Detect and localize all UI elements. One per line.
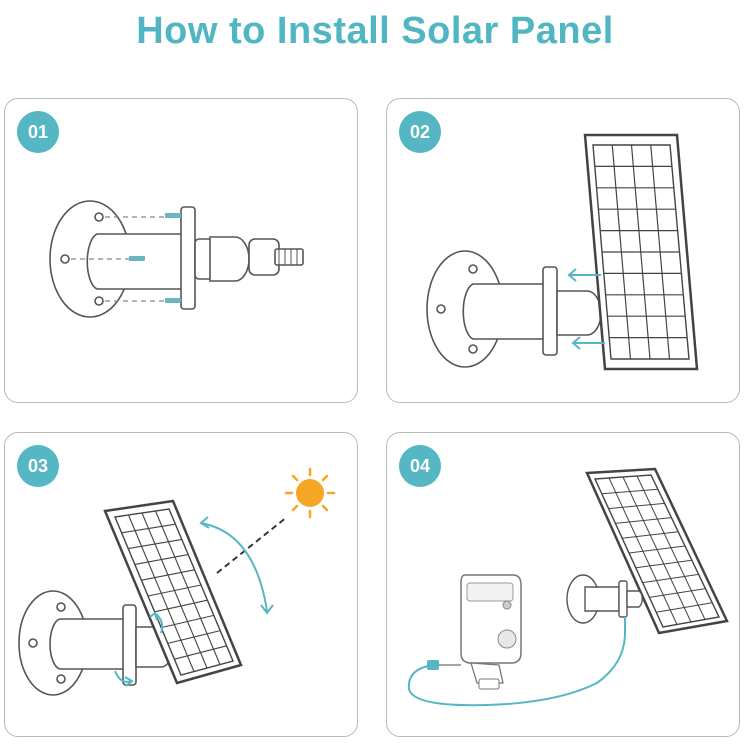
cable (407, 617, 626, 707)
step-4-panel: 04 (386, 432, 740, 737)
sun-ray-line (216, 516, 288, 574)
step-badge: 02 (399, 111, 441, 153)
adjust-angle-illustration (18, 467, 336, 696)
ball-joint (209, 236, 250, 282)
bracket-arm (462, 283, 546, 340)
direction-arrows (567, 268, 605, 350)
camera (460, 574, 522, 690)
step-3-panel: 03 (4, 432, 358, 737)
solar-panel (103, 499, 243, 685)
bracket-arm (86, 233, 186, 290)
step-badge: 03 (17, 445, 59, 487)
bracket-arm (49, 618, 126, 670)
step-2-panel: 02 (386, 98, 740, 403)
solar-panel (585, 467, 729, 635)
rotation-arrows (114, 516, 274, 687)
attach-panel-illustration (426, 133, 699, 371)
sun-icon (284, 467, 336, 519)
step-1-panel: 01 (4, 98, 358, 403)
step-badge: 01 (17, 111, 59, 153)
mounting-plate (180, 206, 196, 310)
ball-joint (556, 290, 602, 336)
screw-thread (274, 248, 304, 266)
bracket-assembly-illustration (49, 200, 304, 318)
step-badge: 04 (399, 445, 441, 487)
panel-bracket (566, 574, 643, 624)
cable-connector (427, 660, 439, 670)
connect-camera-illustration (407, 467, 729, 707)
solar-panel (583, 133, 699, 371)
page-title: How to Install Solar Panel (136, 10, 614, 52)
screws (129, 213, 181, 303)
